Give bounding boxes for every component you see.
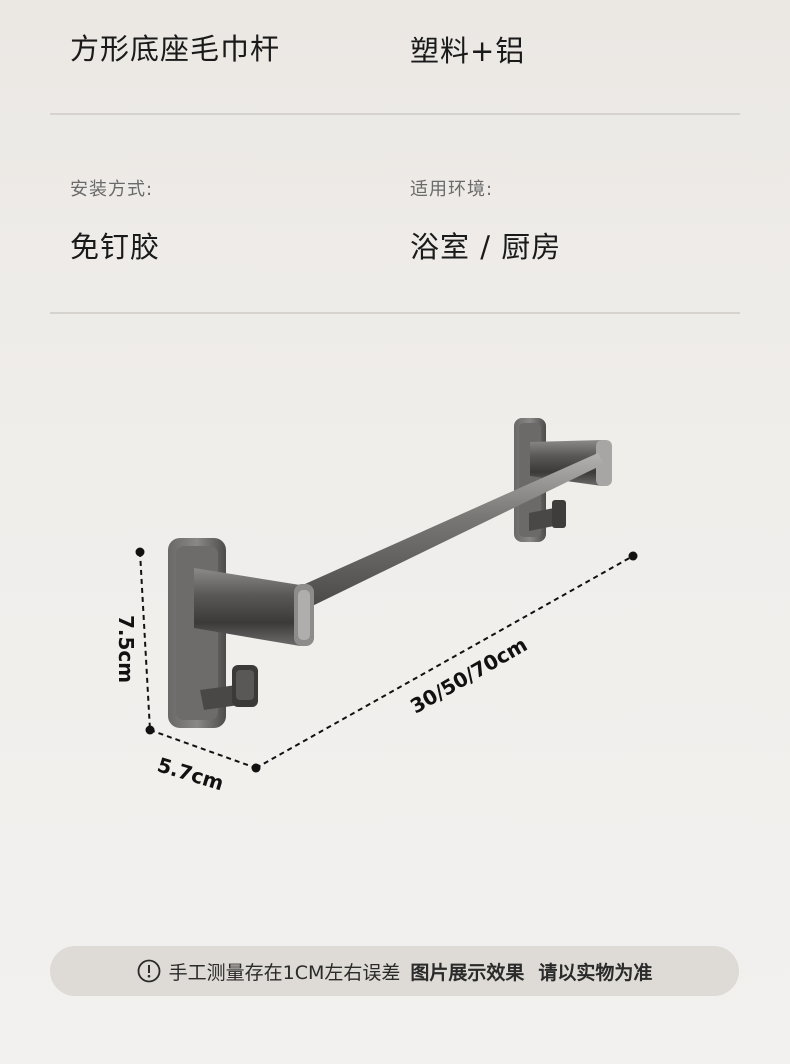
install-method-value: 免钉胶	[70, 230, 161, 264]
product-name: 方形底座毛巾杆	[70, 32, 281, 66]
towel-bar-illustration	[135, 418, 638, 773]
info-icon	[137, 959, 161, 983]
height-dimension-label: 7.5cm	[114, 614, 139, 684]
environment-value: 浴室 / 厨房	[410, 230, 562, 264]
disclaimer-bold-2: 请以实物为准	[538, 961, 653, 984]
disclaimer-bold-1: 图片展示效果	[410, 961, 525, 984]
divider-top	[50, 113, 740, 115]
disclaimer-banner: 手工测量存在1CM左右误差 图片展示效果 请以实物为准	[50, 946, 739, 996]
disclaimer-text: 手工测量存在1CM左右误差	[168, 961, 401, 984]
front-arm	[194, 568, 314, 646]
environment-label: 适用环境:	[410, 179, 494, 200]
install-method-label: 安装方式:	[70, 179, 154, 200]
divider-bottom	[50, 312, 740, 314]
dimension-lines	[139, 551, 634, 769]
towel-bar	[296, 453, 604, 610]
material-value: 塑料+铝	[410, 34, 526, 68]
dimension-dots	[135, 547, 638, 773]
